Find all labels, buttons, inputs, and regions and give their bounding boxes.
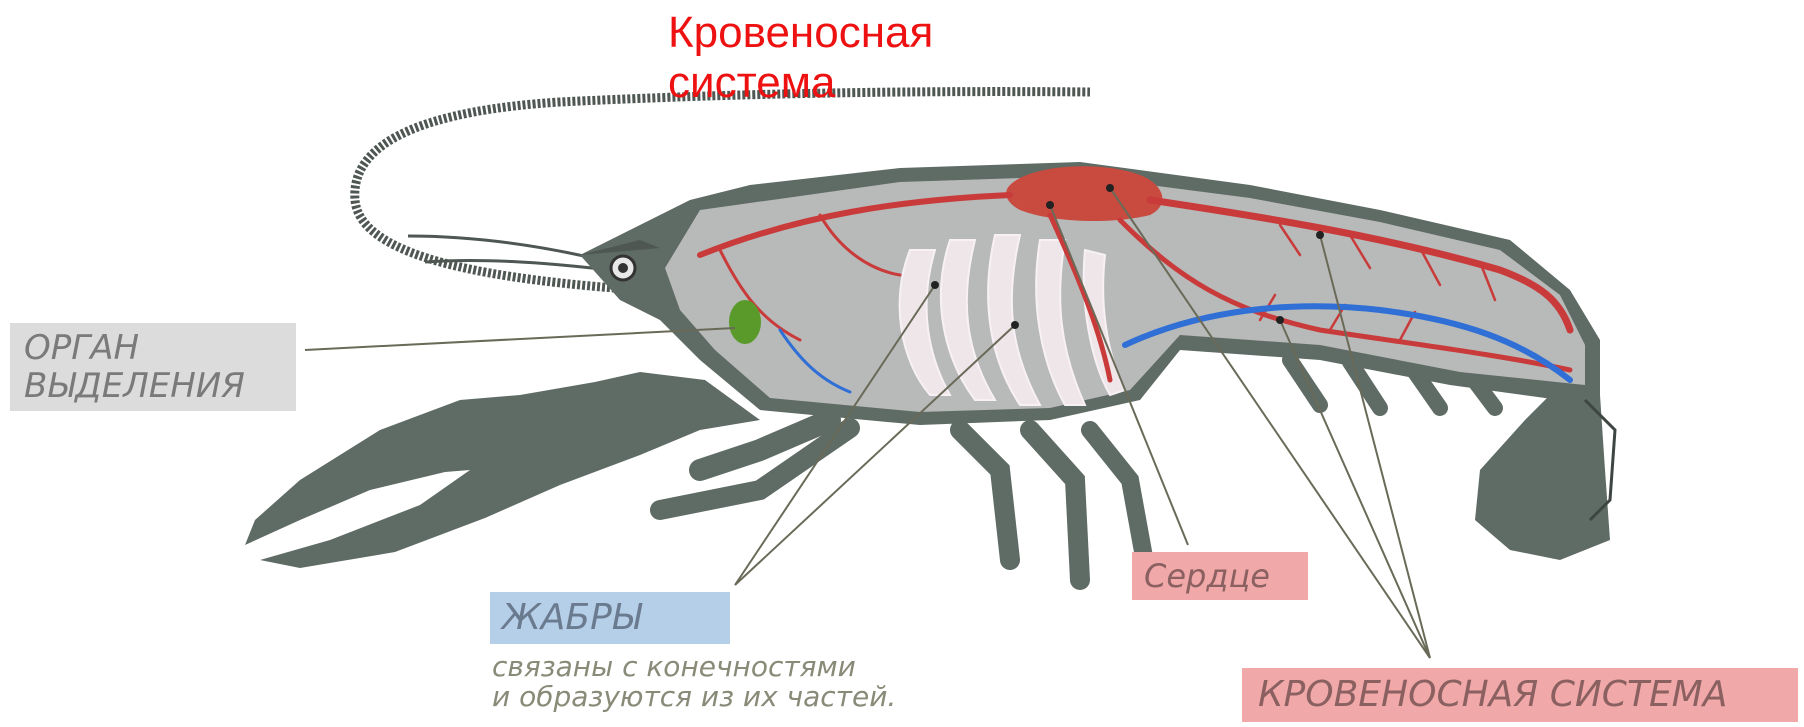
excretory-organ-label: ОРГАН ВЫДЕЛЕНИЯ (10, 323, 296, 411)
gills-description-line-2: и образуются из их частей. (492, 682, 896, 712)
claw (245, 372, 760, 568)
title-line-2: система (668, 58, 933, 108)
short-antenna-1 (408, 236, 610, 262)
gills-description-line-1: связаны с конечностями (492, 652, 896, 682)
blood-system-label: КРОВЕНОСНАЯ СИСТЕМА (1242, 668, 1798, 722)
title-line-1: Кровеносная (668, 8, 933, 58)
organ-label-line-2: ВЫДЕЛЕНИЯ (24, 367, 296, 405)
heart-label: Сердце (1132, 552, 1308, 600)
walking-legs (660, 420, 1150, 590)
short-antenna-2 (425, 260, 610, 270)
gills-label: ЖАБРЫ (490, 592, 730, 644)
excretory-organ (729, 300, 761, 344)
page-title: Кровеносная система (668, 8, 933, 108)
organ-label-line-1: ОРГАН (24, 329, 296, 367)
gills-description: связаны с конечностями и образуются из и… (492, 652, 896, 712)
